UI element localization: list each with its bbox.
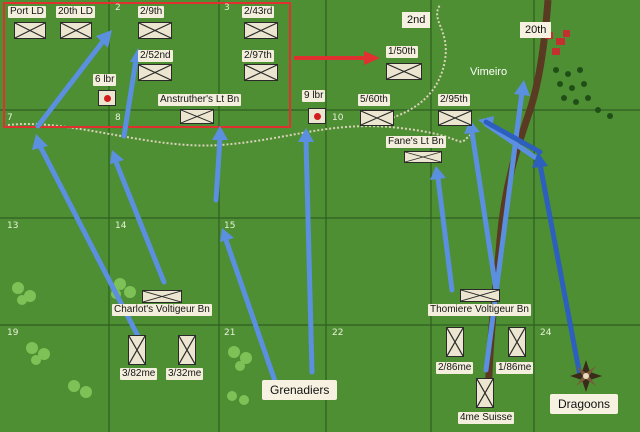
- infantry-cross-icon[interactable]: [404, 151, 442, 163]
- infantry-cross-icon[interactable]: [438, 110, 472, 126]
- dragoons-callout: Dragoons: [550, 394, 619, 414]
- brigade-label: 2nd: [402, 12, 431, 28]
- hex-number: 21: [224, 328, 236, 338]
- infantry-cross-icon[interactable]: [244, 22, 278, 39]
- infantry-cross-icon[interactable]: [460, 289, 500, 302]
- unit-label: 1/50th: [386, 46, 418, 58]
- infantry-cross-icon[interactable]: [138, 64, 172, 81]
- hex-number: 7: [7, 113, 13, 123]
- infantry-cross-icon[interactable]: [128, 335, 146, 365]
- hex-number: 19: [7, 328, 19, 338]
- infantry-cross-icon[interactable]: [386, 63, 422, 80]
- woods: [12, 278, 252, 405]
- unit-label: 2/86me: [436, 362, 474, 374]
- infantry-cross-icon[interactable]: [360, 110, 394, 126]
- unit-label: Thomiere Voltigeur Bn: [428, 304, 531, 316]
- infantry-cross-icon[interactable]: [60, 22, 92, 39]
- movement-arrowheads: [32, 30, 530, 242]
- hex-number: 10: [332, 113, 344, 123]
- unit-label: 2/97th: [242, 50, 274, 62]
- dragoon-arrowhead: [532, 152, 548, 168]
- infantry-cross-icon[interactable]: [508, 327, 526, 357]
- unit-label: 2/9th: [138, 6, 165, 18]
- infantry-cross-icon[interactable]: [244, 64, 278, 81]
- unit-label: Port LD: [8, 6, 46, 18]
- orchard: [553, 67, 613, 119]
- unit-label: Anstruther's Lt Bn: [158, 94, 242, 106]
- unit-label: 3/32me: [166, 368, 204, 380]
- unit-label: 2/52nd: [138, 50, 173, 62]
- unit-label: Fane's Lt Bn: [386, 136, 446, 148]
- hex-number: 14: [115, 221, 127, 231]
- artillery-dot-icon[interactable]: [98, 90, 116, 106]
- unit-label: 9 lbr: [302, 90, 326, 102]
- unit-label: 6 lbr: [93, 74, 117, 86]
- hex-number: 24: [540, 328, 552, 338]
- brigade-label: 20th: [520, 22, 552, 38]
- infantry-cross-icon[interactable]: [14, 22, 46, 39]
- dragoon-arrows: [483, 119, 583, 379]
- unit-label: 4me Suisse: [458, 412, 515, 424]
- compass-rose-icon: [570, 360, 602, 392]
- grenadiers-callout: Grenadiers: [262, 380, 338, 400]
- unit-label: 2/43rd: [242, 6, 275, 18]
- hex-number: 22: [332, 328, 344, 338]
- infantry-cross-icon[interactable]: [138, 22, 172, 39]
- hex-number: 8: [115, 113, 121, 123]
- trail-north: [384, 4, 447, 121]
- hex-number: 15: [224, 221, 236, 231]
- infantry-cross-icon[interactable]: [180, 109, 214, 124]
- artillery-dot-icon[interactable]: [308, 108, 326, 124]
- unit-label: Charlot's Voltigeur Bn: [112, 304, 212, 316]
- hex-number: 2: [115, 3, 121, 13]
- advance-arrowhead: [364, 51, 380, 65]
- unit-label: 1/86me: [496, 362, 534, 374]
- infantry-cross-icon[interactable]: [476, 378, 494, 408]
- infantry-cross-icon[interactable]: [142, 290, 182, 303]
- infantry-cross-icon[interactable]: [178, 335, 196, 365]
- highlight-zone: [3, 2, 291, 128]
- unit-label: 20th LD: [56, 6, 96, 18]
- hex-number: 13: [7, 221, 19, 231]
- hex-number: 3: [224, 3, 230, 13]
- unit-label: 3/82me: [120, 368, 158, 380]
- unit-label: 5/60th: [358, 94, 390, 106]
- place-name: Vimeiro: [470, 66, 508, 78]
- trail: [7, 123, 471, 147]
- infantry-cross-icon[interactable]: [446, 327, 464, 357]
- unit-label: 2/95th: [438, 94, 470, 106]
